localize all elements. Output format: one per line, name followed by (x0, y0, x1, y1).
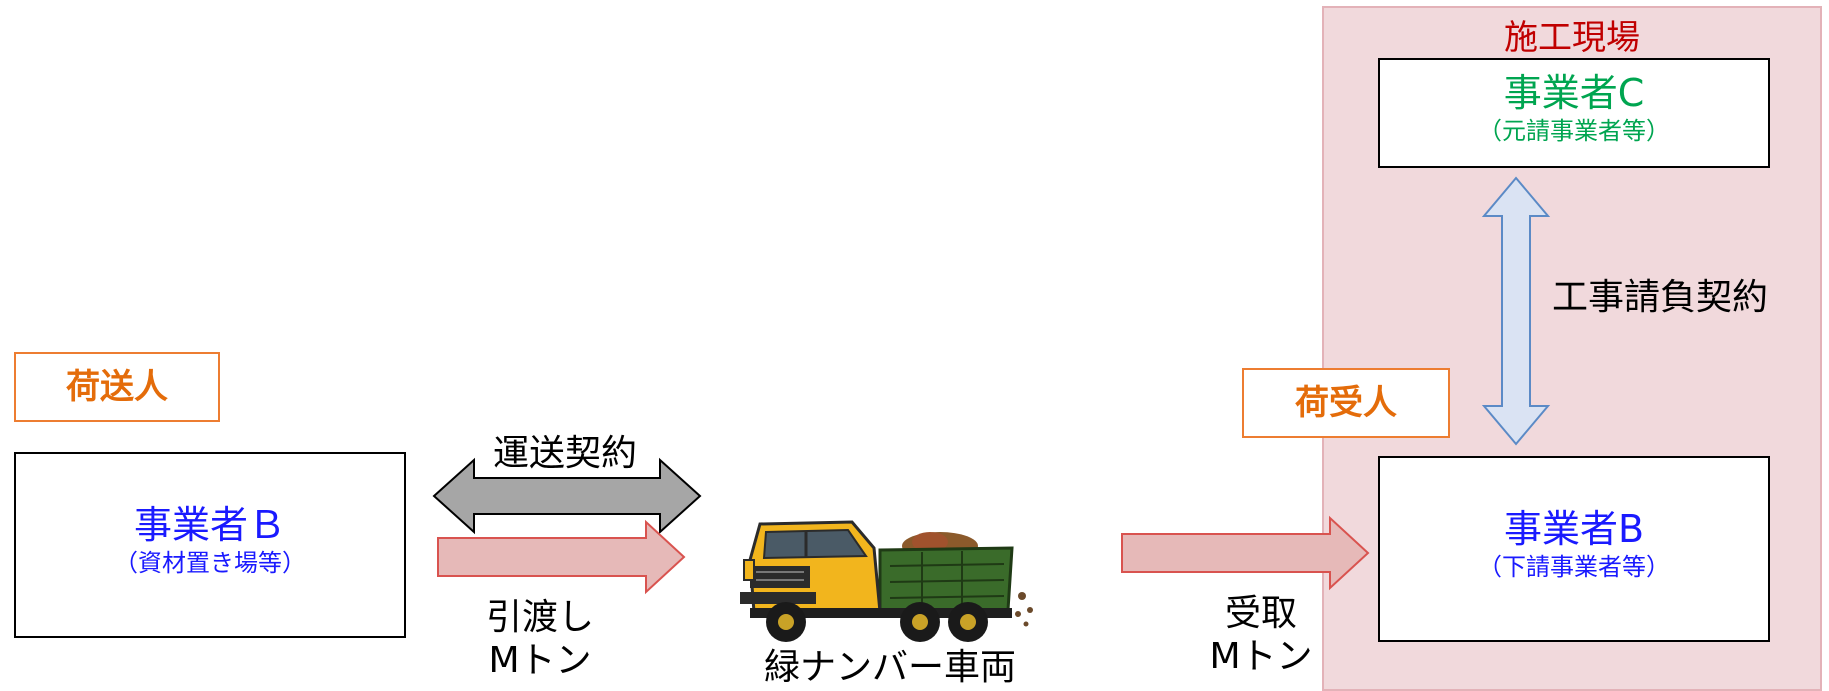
consignee-box: 事業者B （下請事業者等） (1378, 456, 1770, 642)
shipper-detail: （資材置き場等） (114, 548, 306, 577)
shipper-name: 事業者Ｂ (133, 503, 286, 547)
site-title: 施工現場 (1504, 18, 1640, 58)
shipper-role-label: 荷送人 (14, 352, 220, 422)
receipt-quantity: Mトン (1209, 636, 1313, 678)
contractor-detail: （元請事業者等） (1478, 116, 1670, 145)
contractor-name: 事業者C (1503, 71, 1645, 115)
shipper-box: 事業者Ｂ （資材置き場等） (14, 452, 406, 638)
transport-contract-label: 運送契約 (492, 433, 637, 474)
consignee-detail: （下請事業者等） (1478, 552, 1670, 581)
transport-contract-arrow (432, 457, 702, 535)
receipt-flow-arrow (1121, 515, 1370, 591)
handover-action: 引渡し (485, 597, 594, 638)
dump-truck-icon (740, 520, 1033, 642)
receipt-action: 受取 (1224, 593, 1297, 634)
handover-quantity: Mトン (488, 640, 592, 682)
handover-flow-arrow (437, 519, 686, 595)
consignee-name: 事業者B (1503, 507, 1645, 551)
construction-contract-arrow (1481, 176, 1551, 446)
contractor-box: 事業者C （元請事業者等） (1378, 58, 1770, 168)
vehicle-label: 緑ナンバー車両 (763, 647, 1016, 688)
receipt-label: 受取 Mトン (1196, 592, 1326, 678)
consignee-role-label: 荷受人 (1242, 368, 1450, 438)
handover-label: 引渡し Mトン (460, 596, 620, 682)
construction-contract-label: 工事請負契約 (1552, 277, 1769, 318)
